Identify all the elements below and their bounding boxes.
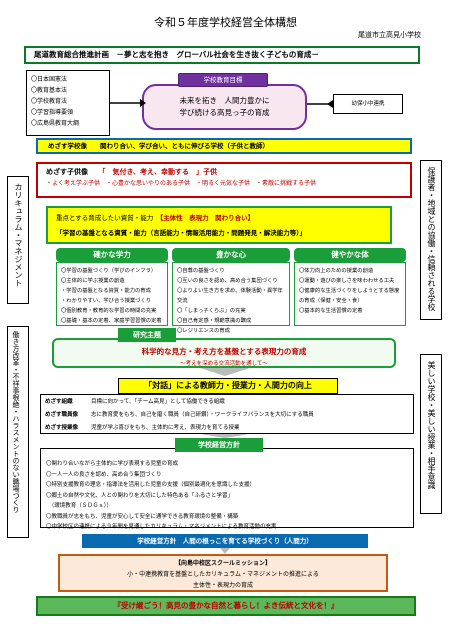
list-item: 〇個別教育・教育的な学習の時間の充実 (61, 308, 157, 314)
mission-line-2: 主体性・表現力の育成 (192, 582, 253, 589)
dialog-row: めざす授業像 児童が学ぶ喜びをもち、主体的に考え、表現力を育てる授業 (45, 422, 409, 435)
list-item: 〇レジリエンスの育成 (177, 328, 230, 334)
law-item: 〇日本国憲法 (31, 76, 68, 83)
pillar-head: 確かな学力 (56, 248, 168, 262)
pillar-body-health: 健やかな体 〇体力向上のための授業の創造 〇運動・遊びの楽しさを味わわせる工夫 … (294, 248, 406, 326)
community-collab-vertical: 保護者・地域との協働・信頼される学校 (420, 160, 442, 320)
research-theme-box: 科学的な見方・考え方を基盤とする表現力の育成 ～考えを深める交流活動を通して～ (52, 338, 396, 368)
pillar-body: 〇体力向上のための授業の創造 〇運動・遊びの楽しさを味わわせる工夫 〇健康的な生… (294, 262, 406, 326)
list-item: 〇基本的な生活習慣の定着 (299, 308, 363, 314)
pillar-body: 〇自尊の基盤づくり 〇互いの良さを認め、高め合う集団づくり 〇よりよい生き方を求… (172, 262, 290, 334)
vertical-label: カリキュラム・マネジメント (14, 183, 23, 287)
goal-line-1: 未来を拓き 人間力豊かに (179, 96, 270, 105)
pillar-academic: 確かな学力 〇学習の基盤づくり（学びのインフラ） 〇主体的に学ぶ授業の創造 ・学… (56, 248, 168, 326)
laws-list: 〇日本国憲法 〇教育基本法 〇学校教育法 〇学習指導要領 〇広島県教育大綱 (26, 70, 110, 136)
vertical-label: 働き方改革・不祥事根絶・ハラスメントのない職場づくり (12, 331, 20, 513)
management-banner: 学校経営方針 人間の根っこを育てる学校づくり（人間力） (82, 534, 368, 548)
list-item: 〇「しまっ子くらぶ」の充実 (177, 308, 246, 314)
dialog-heading: 「対話」による教師力・授業力・人間力の向上 (118, 378, 338, 394)
list-item: 〇中学校区の連携による９年間を見通したカリキュラム・マネジメントによる教育活動の… (46, 524, 277, 530)
vertical-label: 保護者・地域との協働・信頼される学校 (427, 167, 436, 311)
dialog-row: めざす職員像 志に教育愛をもち、自己を磨く職員（自己研鑽）・ワークライフバランスを… (45, 409, 409, 422)
child-ideal-main: 「 気付き、考え、幸動する 」子供 (102, 168, 218, 176)
list-item: 〇学習の基盤づくり（学びのインフラ） (61, 268, 157, 274)
goal-line-2: 学び続ける高見っ子の育成 (179, 108, 270, 117)
dialog-row: めざす組織 目標に向かって、「チーム高見」として協働できる組織 (45, 396, 409, 409)
child-ideal-sub: ・よく考え学ぶ子供 ・心豊かな思いやりのある子供 ・明るく元気な子供 ・素敵に挑… (46, 180, 317, 187)
list-item: 〇特別支援教育の理念・指導法を活用した児童の支援（個別最適化を意識した支援） (46, 482, 256, 488)
dialog-value: 志に教育愛をもち、自己を磨く職員（自己研鑽）・ワークライフバランスを大切にする職… (91, 412, 314, 418)
school-ideal-box: めざす学校像 関わり合い、学び合い、ともに伸びる学校（子供と教師） (36, 138, 412, 154)
list-item: 〇郷土の自然や文化、人との関わりを大切にした特色ある「ふるさと学習」 (46, 492, 233, 499)
list-item: 〇運動・遊びの楽しさを味わわせる工夫 (299, 278, 395, 284)
child-ideal-label: めざす子供像 (46, 168, 88, 176)
pillar-body: 〇学習の基盤づくり（学びのインフラ） 〇主体的に学ぶ授業の創造 ・学習の基盤とな… (56, 262, 168, 326)
dialog-value: 目標に向かって、「チーム高見」として協働できる組織 (91, 399, 225, 405)
dialog-value: 児童が学ぶ喜びをもち、主体的に考え、表現力を育てる授業 (91, 425, 240, 431)
coop-box: 幼保小中連携 (333, 94, 403, 114)
focus-line-2: 「学習の基盤となる資質・能力（言語能力・情報活用能力・問題発見・解決能力等）」 (56, 229, 307, 237)
focus-abilities-box: 重点とする育成したい資質・能力 【主体性 表現力 関わり合い】 「学習の基盤とな… (46, 206, 392, 244)
list-item: ・わかりやすい、学び合う授業づくり (61, 298, 152, 304)
research-main: 科学的な見方・考え方を基盤とする表現力の育成 (141, 347, 307, 356)
page-title: 令和５年度学校経営全体構想 (154, 16, 297, 29)
child-ideal-box: めざす子供像 「 気付き、考え、幸動する 」子供 ・よく考え学ぶ子供 ・心豊かな… (36, 162, 412, 198)
list-item: 〇主体的に学ぶ授業の創造 (61, 278, 125, 284)
policy-box: 〇関わり合いながら主体的に学び表現する児童の育成 〇一人一人の良さを認め、高め合… (40, 448, 414, 530)
list-item: （環境教育（ＳＤＧｓ）） (46, 503, 113, 509)
policy-label: 学校経営方針 (175, 438, 263, 452)
school-mission-box: 【向島中校区スクールミッション】 小・中連携教育を基盤としたカリキュラム・マネジ… (58, 554, 388, 592)
list-item: 〇健康的な生活づくりをしようとする態度の育成（保健・安全・食） (299, 288, 400, 304)
dialog-body: めざす組織 目標に向かって、「チーム高見」として協働できる組織 めざす職員像 志に教… (40, 394, 414, 434)
education-goal-box: 未来を拓き 人間力豊かに 学び続ける高見っ子の育成 (142, 84, 307, 130)
law-item: 〇学校教育法 (31, 98, 68, 105)
list-item: 〇互いの良さを認め、高め合う集団づくり (177, 278, 278, 284)
list-item: 〇一人一人の良さを認め、高め合う集団づくり (46, 471, 162, 478)
beautiful-school-vertical: 美しい学校・美しい授業・相手意識 (420, 354, 442, 514)
list-item: 〇関わり合いながら主体的に学び表現する児童の育成 (46, 461, 179, 467)
education-plan-banner: 尾道教育総合推進計画 －夢と志を抱き グローバル社会を生き抜く子どもの育成－ (24, 46, 420, 64)
list-item: ・学習の基盤となる資質・能力の育成 (61, 288, 151, 294)
research-label: 研究主題 (118, 328, 176, 342)
list-item: 〇基礎・基本の定着、家庭学習習慣の定着 (61, 318, 162, 324)
motto-banner: 『受け継ごう！高見の豊かな自然と暮らし！よき伝統と文化を！』 (36, 596, 416, 616)
dialog-key: めざす組織 (45, 399, 73, 405)
work-style-vertical: 働き方改革・不祥事根絶・ハラスメントのない職場づくり (7, 326, 29, 538)
education-goal-label: 学校教育目標 (178, 73, 268, 87)
pillar-heart: 豊かな心 〇自尊の基盤づくり 〇互いの良さを認め、高め合う集団づくり 〇よりよい… (172, 248, 290, 334)
list-item: 〇教職員が志をもち、児童が安心して安全に通学できる教育環境の整備・構築 (46, 513, 239, 520)
law-item: 〇広島県教育大綱 (31, 120, 80, 127)
vertical-label: 美しい学校・美しい授業・相手意識 (427, 361, 436, 489)
mission-line-1: 小・中連携教育を基盤としたカリキュラム・マネジメントの推進による (127, 571, 319, 578)
list-item: 〇体力向上のための授業の創造 (299, 268, 374, 274)
list-item: 〇自己肯定感・規範意識の醸成 (177, 318, 252, 324)
law-item: 〇教育基本法 (31, 87, 68, 94)
pillar-head: 健やかな体 (294, 248, 406, 262)
curriculum-management-vertical: カリキュラム・マネジメント (7, 176, 29, 304)
dialog-key: めざす授業像 (45, 425, 79, 431)
list-item: 〇よりよい生き方を求め、体験活動・異学年交流 (177, 288, 283, 304)
school-name: 尾道市立高見小学校 (358, 31, 421, 39)
mission-title: 【向島中校区スクールミッション】 (174, 560, 271, 567)
focus-label: 重点とする育成したい資質・能力 (56, 214, 154, 222)
law-item: 〇学習指導要領 (31, 109, 74, 116)
list-item: 〇自尊の基盤づくり (177, 268, 225, 274)
dialog-key: めざす職員像 (45, 412, 79, 418)
pillar-head: 豊かな心 (172, 248, 290, 262)
research-sub: ～考えを深める交流活動を通して～ (180, 361, 268, 367)
focus-theme: 【主体性 表現力 関わり合い】 (159, 214, 255, 222)
